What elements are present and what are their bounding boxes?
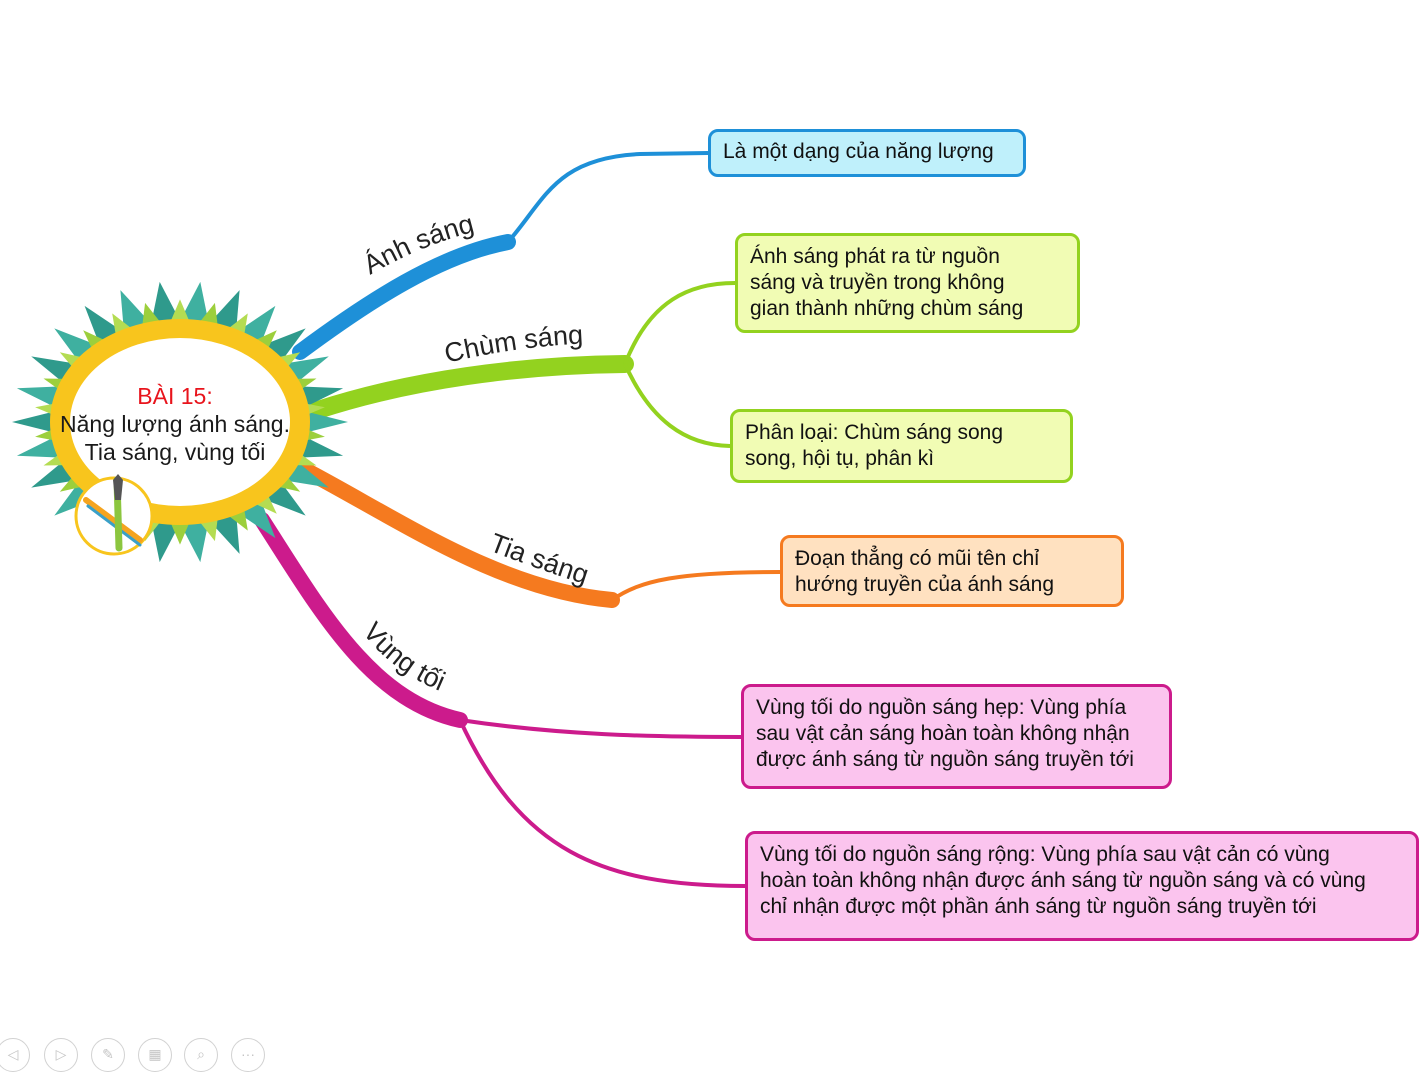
next-icon[interactable]: ▷ [44, 1038, 78, 1072]
box-line: chỉ nhận được một phần ánh sáng từ nguồn… [760, 895, 1317, 918]
pen-icon[interactable]: ✎ [91, 1038, 125, 1072]
box-line: Vùng tối do nguồn sáng hẹp: Vùng phía [756, 696, 1127, 719]
lesson-number: BÀI 15: [137, 383, 213, 409]
slideshow-toolbar: ◁ ▷ ✎ ▦ ⌕ ··· [0, 1038, 280, 1076]
flower-petal [12, 409, 63, 435]
box-line: Là một dạng của năng lượng [723, 140, 994, 163]
slides-icon[interactable]: ▦ [138, 1038, 172, 1072]
center-flower-icon [12, 281, 348, 563]
vung-toi-wide-source-box: Vùng tối do nguồn sáng rộng: Vùng phía s… [745, 831, 1419, 941]
chum-sang-definition-box: Ánh sáng phát ra từ nguồn sáng và truyền… [735, 233, 1080, 333]
vung-toi-narrow-source-box: Vùng tối do nguồn sáng hẹp: Vùng phía sa… [741, 684, 1172, 789]
center-disc [70, 338, 290, 506]
more-icon[interactable]: ··· [231, 1038, 265, 1072]
branch-vung-toi-connector-2 [458, 719, 746, 888]
box-line: sau vật cản sáng hoàn toàn không nhận [756, 722, 1130, 745]
flower-petal [297, 409, 348, 435]
box-line: Ánh sáng phát ra từ nguồn [750, 245, 1000, 268]
box-line: sáng và truyền trong không [750, 271, 1005, 294]
box-line: hướng truyền của ánh sáng [795, 573, 1055, 596]
branch-chum-sang-line [309, 355, 634, 419]
branch-tia-sang-line [297, 462, 620, 608]
branch-chum-sang-connector-1 [623, 281, 736, 365]
branch-vung-toi-line [254, 512, 468, 728]
center-topic: BÀI 15: Năng lượng ánh sáng. Tia sáng, v… [30, 382, 320, 466]
box-line: song, hội tụ, phân kì [745, 447, 935, 470]
tia-sang-definition-box: Đoạn thẳng có mũi tên chỉ hướng truyền c… [780, 535, 1124, 607]
paintbrush-badge-icon [74, 474, 154, 556]
branch-tia-sang-connector [610, 570, 781, 602]
branch-vung-toi-connector-1 [459, 718, 742, 739]
branch-anh-sang-connector [506, 151, 709, 244]
box-line: hoàn toàn không nhận được ánh sáng từ ng… [760, 869, 1366, 892]
box-line: Phân loại: Chùm sáng song [745, 421, 1003, 444]
branch-label-vung-toi: Vùng tối [357, 617, 449, 697]
chum-sang-classification-box: Phân loại: Chùm sáng song song, hội tụ, … [730, 409, 1073, 483]
box-line: Đoạn thẳng có mũi tên chỉ [795, 547, 1039, 570]
branch-lines [254, 151, 781, 888]
box-line: Vùng tối do nguồn sáng rộng: Vùng phía s… [760, 843, 1330, 866]
center-title-line-1: Năng lượng ánh sáng. [60, 411, 290, 437]
prev-icon[interactable]: ◁ [0, 1038, 30, 1072]
zoom-icon[interactable]: ⌕ [184, 1038, 218, 1072]
anh-sang-definition-box: Là một dạng của năng lượng [708, 129, 1026, 177]
center-title-line-2: Tia sáng, vùng tối [84, 439, 266, 465]
branch-chum-sang-connector-2 [623, 363, 731, 448]
box-line: gian thành những chùm sáng [750, 297, 1024, 320]
branch-anh-sang-line [292, 234, 516, 360]
box-line: được ánh sáng từ nguồn sáng truyền tới [756, 748, 1134, 771]
